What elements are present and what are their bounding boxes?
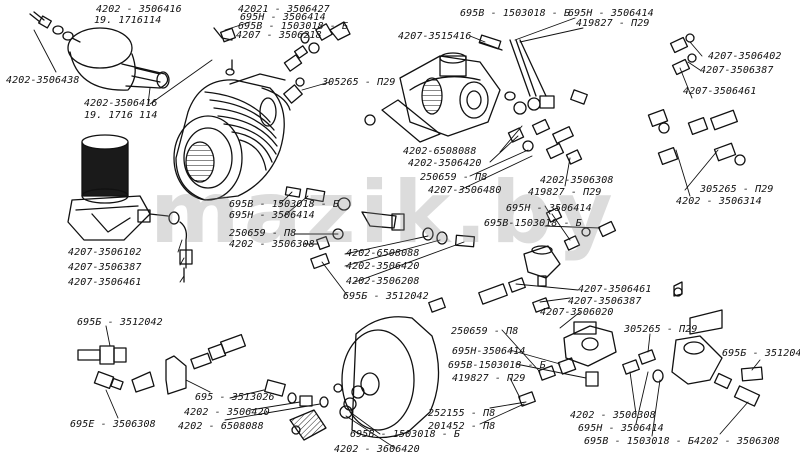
- part-label: 695B-1503018 - Б: [448, 360, 546, 371]
- part-label: 250659 - П8: [229, 228, 297, 239]
- part-label: 4207-3506020: [540, 307, 614, 318]
- part-label: 4207-3506102: [68, 247, 142, 258]
- part-label: 695E - 3506308: [70, 419, 156, 430]
- part-label: 19. 1716 114: [84, 110, 158, 121]
- part-label: 695Б - 3512042: [77, 317, 163, 328]
- part-label: 4202 - 3506308: [694, 436, 780, 447]
- part-label: 4202-3506438: [6, 75, 80, 86]
- part-label: 695H - 3506414: [568, 8, 654, 19]
- part-label: 419827 - П29: [528, 187, 602, 198]
- part-label: 4202 - 3506420: [184, 407, 270, 418]
- part-label: 695H - 3506414: [578, 423, 664, 434]
- part-label: 695H - 3506414: [229, 210, 315, 221]
- part-label: 4207-3506387: [700, 65, 774, 76]
- part-label: 4202 - 3606420: [334, 444, 420, 455]
- part-label: 19. 1716114: [94, 15, 162, 26]
- part-label: 305265 - П29: [322, 77, 396, 88]
- part-label: 250659 - П8: [420, 172, 488, 183]
- part-label: 4202 - 3506308: [570, 410, 656, 421]
- part-label: 419827 - П29: [576, 18, 650, 29]
- leader-lines: [34, 18, 760, 448]
- compressor-assembly: [365, 35, 587, 142]
- part-label: 4207-3506461: [683, 86, 757, 97]
- part-label: 4207-3506461: [578, 284, 652, 295]
- part-label: 695B - 1503018 - Б: [350, 429, 461, 440]
- fittings-top-right: [648, 34, 745, 165]
- part-label: 4202 - 3506416: [96, 4, 182, 15]
- part-label: 695B - 1503018 - Б: [229, 199, 340, 210]
- part-label: 201452 - П8: [428, 421, 496, 432]
- brake-valve: [519, 322, 616, 406]
- part-label: 695H-3506414: [452, 346, 526, 357]
- part-label: 305265 - П29: [624, 324, 698, 335]
- part-label: 252155 - П8: [428, 408, 496, 419]
- part-label: 42021 - 3506427: [238, 4, 330, 15]
- part-label: 4207-3506402: [708, 51, 782, 62]
- part-label: 695B-1503018 - Б: [484, 218, 582, 229]
- air-receiver-top-left: [30, 12, 169, 90]
- part-label: 695B - 1503018 - Б: [584, 436, 695, 447]
- part-label: 4202-3506420: [346, 261, 420, 272]
- part-label: 695B - 1503018 - Б: [460, 8, 571, 19]
- part-label: 4202 - 3506308: [229, 239, 315, 250]
- part-label: 4207-3515416: [398, 31, 472, 42]
- part-label: 4202 - 6508088: [178, 421, 264, 432]
- part-label: 4202-3506208: [346, 276, 420, 287]
- part-label: 695 - 3513026: [195, 392, 275, 403]
- part-label: 4207-3506387: [68, 262, 142, 273]
- part-label: 695B - 1503018 - Б: [238, 21, 349, 32]
- fittings-bottom-left: [78, 335, 328, 407]
- part-label: 4207 - 3506218: [236, 30, 322, 41]
- filter-canister: [68, 135, 192, 282]
- air-tank: [290, 317, 439, 440]
- part-label: 4207-3506387: [568, 296, 642, 307]
- part-label: 4202-3506308: [540, 175, 614, 186]
- valve-bottom-right: [623, 282, 763, 406]
- part-label: 4207-3506461: [68, 277, 142, 288]
- part-label: 4202-6508088: [403, 146, 477, 157]
- part-label: 4202-3506420: [408, 158, 482, 169]
- part-label: 4202 - 3506314: [676, 196, 762, 207]
- part-label: 250659 - П8: [451, 326, 519, 337]
- fittings-top-center: [214, 22, 350, 103]
- part-label: 695H - 3506414: [506, 203, 592, 214]
- ribbed-drum: [174, 74, 290, 200]
- part-label: 4202-3506416: [84, 98, 158, 109]
- watermark: mazik.by: [150, 163, 617, 263]
- part-label: 4207-3506480: [428, 185, 502, 196]
- part-label: 695Б - 3512042: [722, 348, 800, 359]
- part-label: 305265 - П29: [700, 184, 774, 195]
- part-label: 4202-6508088: [346, 248, 420, 259]
- part-label: 695H - 3506414: [240, 12, 326, 23]
- part-label: 695Б - 3512042: [343, 291, 429, 302]
- fittings-center-cluster: [285, 187, 549, 312]
- part-label: 419827 - П29: [452, 373, 526, 384]
